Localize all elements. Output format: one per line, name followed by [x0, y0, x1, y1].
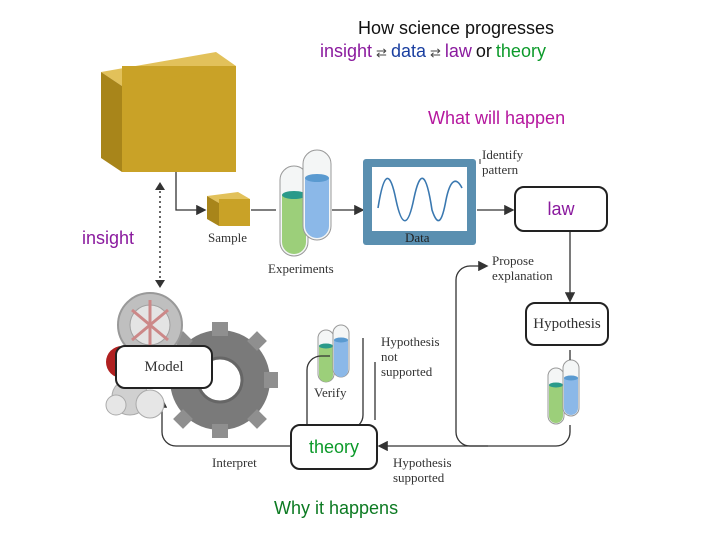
- sequence-item-4: law: [444, 41, 472, 61]
- sequence-item-6: theory: [495, 41, 546, 61]
- theory-box: theory: [290, 424, 378, 470]
- model-label: Model: [144, 358, 184, 375]
- data-label: Data: [405, 230, 430, 245]
- sequence-item-5: or: [475, 41, 492, 61]
- law-label: law: [547, 198, 575, 219]
- experiments-label: Experiments: [268, 261, 334, 276]
- interpret-label: Interpret: [212, 455, 257, 470]
- why-it-happens-label: Why it happens: [274, 498, 399, 518]
- sequence-item-2: data: [390, 41, 426, 61]
- theory-label: theory: [308, 436, 360, 457]
- large-cube-icon: [101, 52, 236, 172]
- data-chart-panel: [363, 159, 476, 245]
- hypothesis-label: Hypothesis: [533, 315, 601, 332]
- law-box: law: [514, 186, 608, 232]
- sample-label: Sample: [208, 230, 247, 245]
- model-box: Model: [115, 345, 213, 389]
- identify-pattern-label: Identify pattern: [482, 147, 524, 177]
- sequence-item-1: ⇄: [376, 45, 387, 60]
- hypothesis-not-supported-label: Hypothesis not supported: [381, 334, 440, 379]
- verify-tubes-icon: [317, 324, 350, 383]
- experiment-tubes-icon: [279, 149, 332, 257]
- verify-label: Verify: [314, 385, 347, 400]
- insight-label: insight: [82, 228, 135, 248]
- hypothesis-box: Hypothesis: [525, 302, 609, 346]
- sequence-item-3: ⇄: [429, 45, 441, 60]
- propose-explanation-label: Propose explanation: [492, 253, 553, 283]
- sequence-item-0: insight: [320, 41, 373, 61]
- hypothesis-supported-label: Hypothesis supported: [393, 455, 452, 485]
- diagram-title: How science progresses: [357, 18, 555, 38]
- sample-cube-icon: [207, 192, 250, 226]
- hypothesis-tubes-icon: [547, 359, 580, 425]
- what-will-happen-label: What will happen: [428, 108, 566, 128]
